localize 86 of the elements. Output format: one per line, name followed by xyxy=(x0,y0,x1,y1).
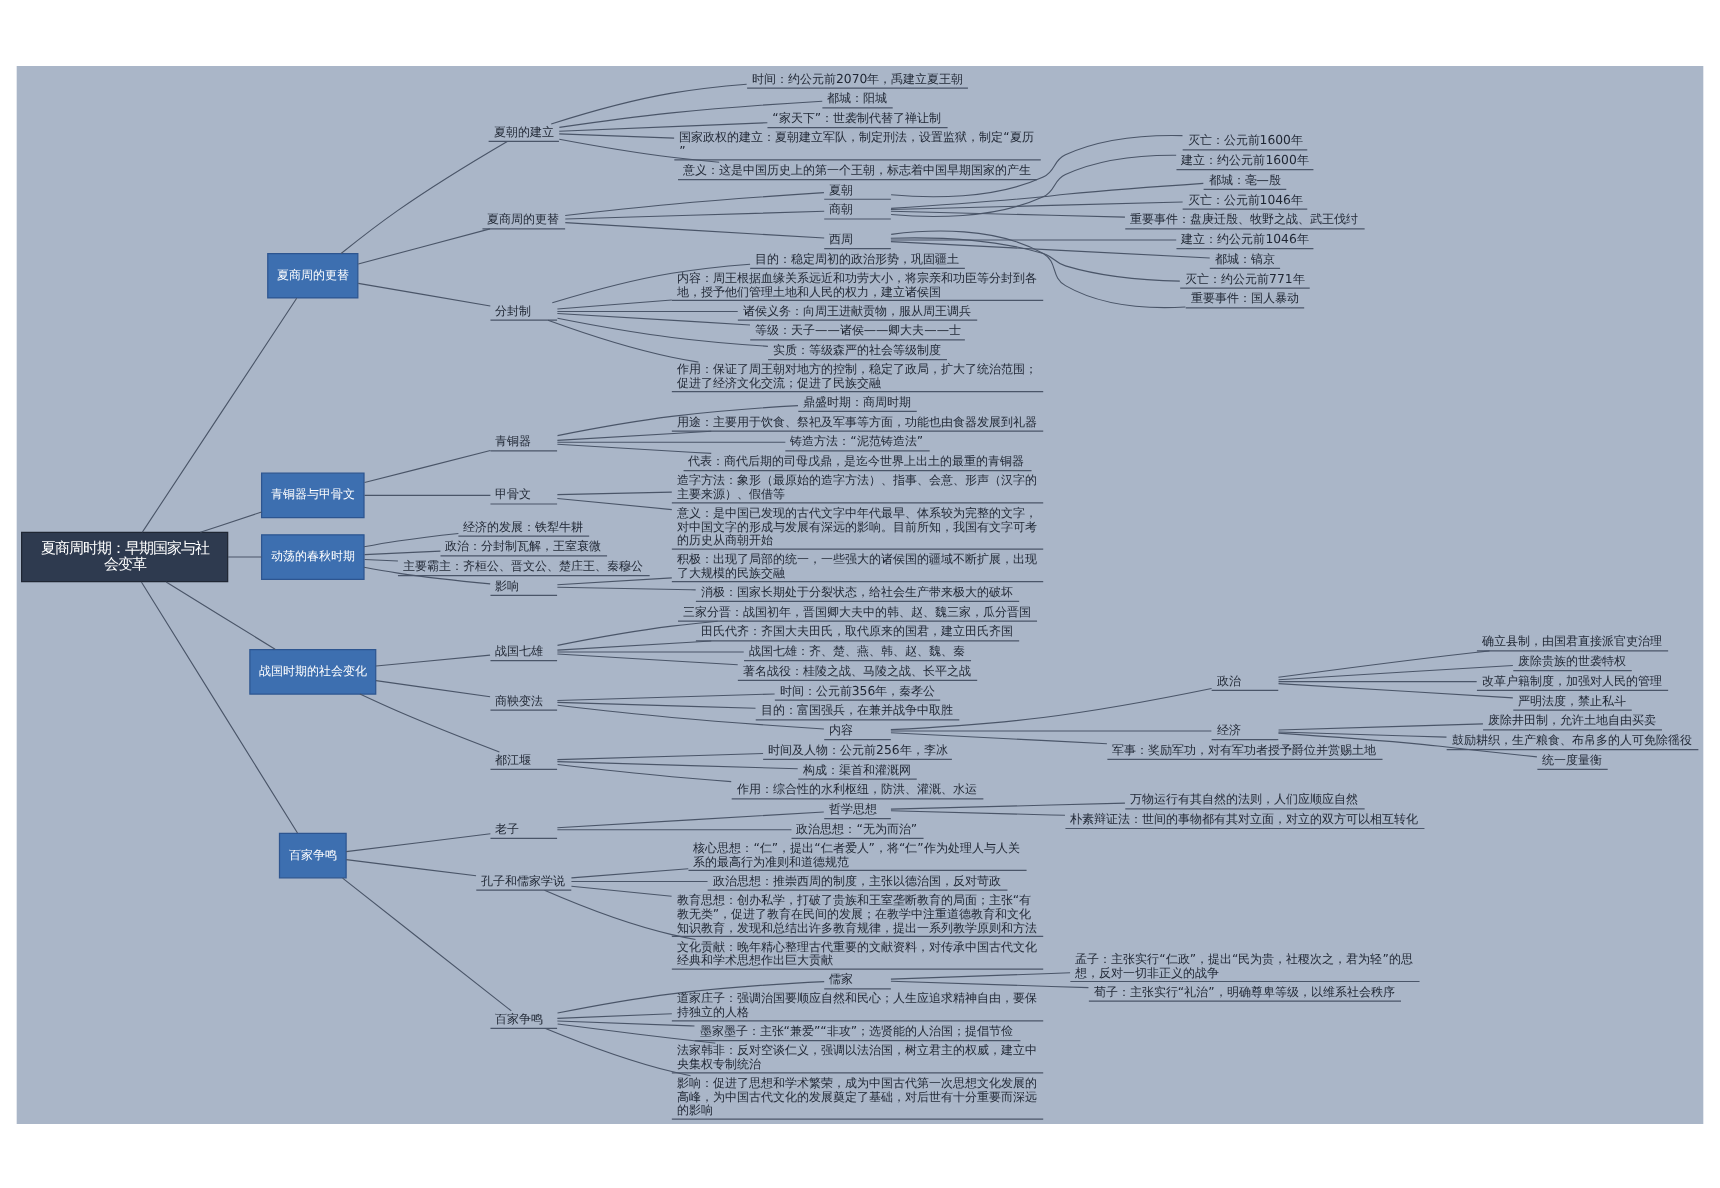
connector xyxy=(1277,731,1538,757)
connector xyxy=(141,296,298,532)
connector xyxy=(550,82,748,124)
connector xyxy=(890,801,1126,809)
connector xyxy=(890,236,1181,281)
connector xyxy=(199,510,263,532)
connector xyxy=(342,876,512,1011)
connector xyxy=(363,493,491,495)
connector xyxy=(359,692,500,752)
connector xyxy=(357,227,491,264)
connector xyxy=(140,580,299,833)
connector xyxy=(558,132,675,138)
connector xyxy=(556,650,745,652)
connector xyxy=(556,440,786,442)
connector xyxy=(363,448,491,483)
connector xyxy=(890,971,1071,979)
connector xyxy=(570,880,709,882)
connector xyxy=(558,99,823,127)
connector xyxy=(557,703,825,729)
connector xyxy=(570,884,673,896)
connector xyxy=(363,557,399,561)
connector xyxy=(1278,722,1484,730)
connector xyxy=(890,229,1186,308)
connector xyxy=(345,832,491,852)
connector xyxy=(1278,663,1514,680)
connector xyxy=(557,1022,716,1043)
connector xyxy=(890,200,1184,210)
connector xyxy=(556,1012,673,1018)
connector xyxy=(564,191,825,215)
connector xyxy=(557,763,732,782)
connector xyxy=(345,858,477,876)
connector xyxy=(165,580,276,649)
connector xyxy=(375,679,491,697)
connector xyxy=(556,404,799,436)
connector xyxy=(564,221,825,238)
connector xyxy=(890,181,1204,208)
connector xyxy=(1278,730,1448,737)
connector xyxy=(543,888,696,940)
connector xyxy=(556,496,673,510)
connector xyxy=(556,442,712,453)
connector xyxy=(547,318,700,362)
connector xyxy=(890,133,1184,197)
connector xyxy=(556,316,769,346)
connector xyxy=(890,209,1126,217)
connector xyxy=(890,729,1212,731)
connector xyxy=(556,980,825,1013)
connector xyxy=(556,429,712,440)
connector xyxy=(363,549,441,555)
connector xyxy=(1278,682,1514,698)
connector xyxy=(890,153,1177,217)
connector xyxy=(556,752,764,760)
connector xyxy=(890,240,1211,258)
connector xyxy=(556,585,697,590)
connector xyxy=(357,281,491,306)
connector xyxy=(556,619,719,645)
connector xyxy=(570,867,689,878)
connector xyxy=(564,209,825,219)
connector xyxy=(890,809,1066,815)
connector xyxy=(363,531,459,547)
connector xyxy=(1277,649,1491,677)
connector xyxy=(556,828,793,830)
connector xyxy=(556,810,825,828)
connector xyxy=(556,311,751,325)
connector xyxy=(551,262,751,303)
connector xyxy=(363,565,491,584)
connector xyxy=(556,576,673,585)
connector xyxy=(556,309,739,312)
connector xyxy=(556,639,712,650)
connector xyxy=(556,1019,696,1026)
connector xyxy=(1278,680,1478,682)
connector xyxy=(890,731,1108,744)
connector xyxy=(556,760,799,769)
connector xyxy=(890,238,1177,240)
connector xyxy=(556,692,776,700)
connector xyxy=(556,700,757,708)
connector xyxy=(890,979,1089,988)
connector xyxy=(558,121,768,131)
connector xyxy=(375,653,491,666)
connector xyxy=(340,139,508,254)
connector xyxy=(556,490,673,495)
connector xyxy=(227,555,263,557)
connector xyxy=(890,686,1213,730)
connector xyxy=(556,652,739,665)
connector xyxy=(556,298,673,309)
connector xyxy=(545,1026,692,1076)
connector xyxy=(558,137,720,162)
